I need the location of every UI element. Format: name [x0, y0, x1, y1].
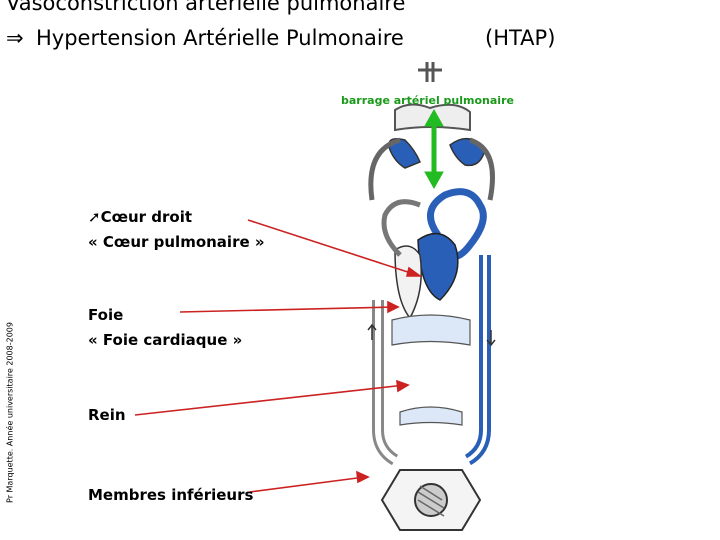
kidney-capillaries: [399, 406, 463, 426]
right-heart-loop: [427, 188, 487, 260]
flow-arrow-up: [367, 323, 377, 340]
title-line-2: ⇒ Hypertension Artérielle Pulmonaire: [6, 26, 404, 50]
increase-arrow-icon: ➚: [88, 208, 101, 226]
pointer-rein-arrowhead: [396, 379, 410, 393]
pointer-coeur-arrowhead: [405, 266, 423, 277]
aorta: [381, 199, 421, 257]
membres-label: Membres inférieurs: [88, 486, 254, 504]
lower-limb-capillaries: [380, 469, 482, 531]
coeur-droit-label: ➚Cœur droit: [88, 207, 192, 227]
foie-cardiaque-label: « Foie cardiaque »: [88, 331, 243, 349]
implies-icon: ⇒: [6, 26, 24, 50]
heart-left: [394, 245, 422, 320]
pointer-membres-arrowhead: [356, 470, 370, 484]
foie-label: Foie: [88, 306, 124, 324]
barrage-arrow: [424, 108, 444, 190]
title-line-1: Vasoconstriction artérielle pulmonaire: [6, 0, 406, 15]
pointer-rein: [134, 384, 406, 416]
title-abbreviation: (HTAP): [485, 26, 556, 50]
pulmonary-loop-outline: [368, 137, 495, 201]
pointer-membres: [249, 476, 366, 493]
systemic-artery-column-inner: [375, 300, 397, 463]
liver-region: [391, 314, 471, 346]
pulmonary-artery-left: [388, 138, 421, 169]
coeur-pulmonaire-label: « Cœur pulmonaire »: [88, 233, 265, 251]
pointer-foie-arrowhead: [387, 300, 400, 314]
pointer-foie: [179, 306, 396, 313]
author-footer: Pr Marquette. Année universitaire 2008-2…: [5, 322, 15, 503]
neck-vessels: [418, 62, 442, 82]
systemic-vein-column-inner: [466, 255, 487, 462]
heart-right-ventricle: [417, 232, 459, 301]
pointer-coeur: [247, 219, 418, 276]
barrage-label: barrage artériel pulmonaire: [341, 94, 514, 107]
rein-label: Rein: [88, 406, 126, 424]
title-line-2-text: Hypertension Artérielle Pulmonaire: [36, 26, 404, 50]
flow-arrow-down: [486, 330, 496, 347]
systemic-vein-column: [464, 255, 491, 466]
coeur-droit-text: Cœur droit: [100, 208, 193, 226]
